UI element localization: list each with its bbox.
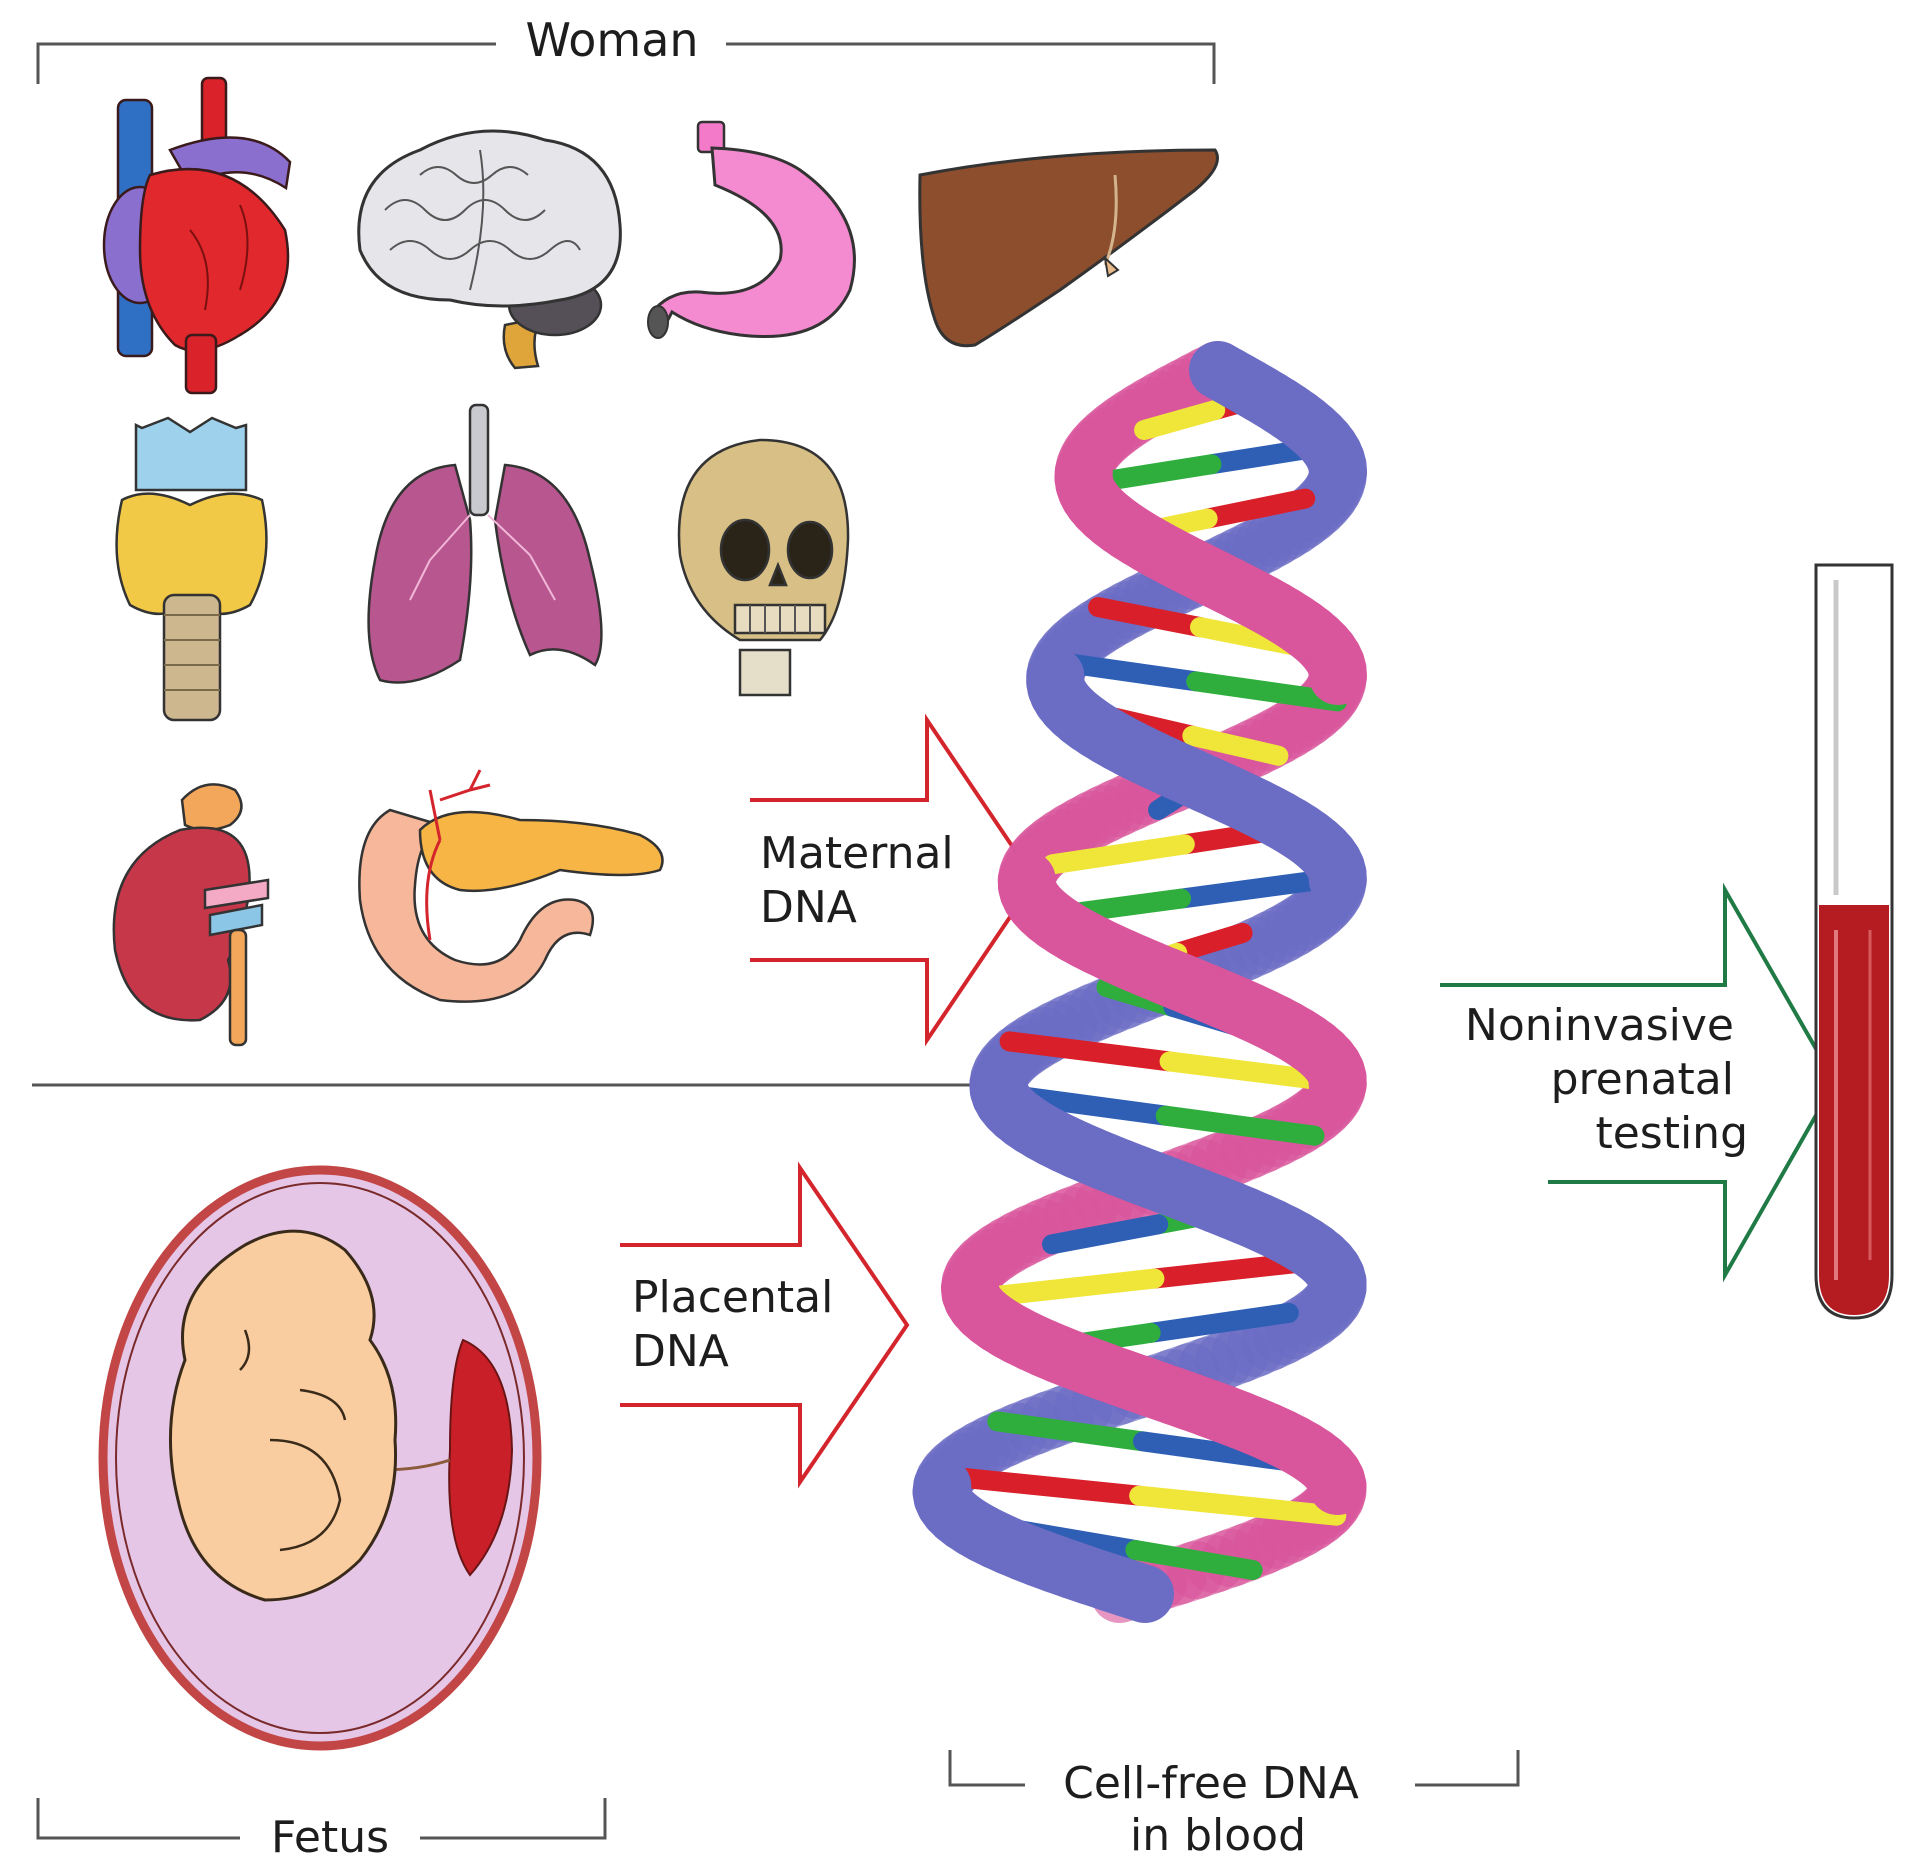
woman-bracket: Woman: [36, 13, 1216, 84]
maternal-dna-label-line1: Maternal: [760, 828, 954, 879]
nipt-label-line2: prenatal: [1551, 1054, 1734, 1105]
dna-base-pair: [1088, 597, 1210, 638]
dna-base-pair: [1042, 1214, 1169, 1255]
fetus-label: Fetus: [271, 1812, 389, 1863]
dna-base-pair: [1182, 725, 1289, 766]
skull-organ: [677, 438, 850, 697]
dna-strand-blue-segment: [1308, 437, 1367, 501]
svg-text:Noninvasive prenatal: Noninvasive prenatal testing: [1465, 1000, 1748, 1159]
dna-base-pair: [999, 1031, 1180, 1072]
placental-dna-label-line1: Placental: [632, 1272, 833, 1323]
dna-base-pair: [1197, 488, 1316, 529]
heart-organ: [102, 76, 292, 395]
svg-text:Placental DNA: Placental DNA: [632, 1272, 847, 1377]
dna-double-helix: [912, 341, 1367, 1623]
placental-dna-label-line2: DNA: [632, 1326, 729, 1377]
brain-organ: [357, 129, 622, 370]
fetus-illustration: [98, 1165, 542, 1751]
thyroid-organ: [115, 416, 268, 722]
dna-strand-pink-segment: [1307, 1451, 1367, 1515]
cell-free-dna-label-line2: in blood: [1130, 1810, 1306, 1861]
lungs-organ: [367, 403, 603, 684]
dna-strand-blue-segment: [1097, 1559, 1174, 1623]
cell-free-dna-bracket: Cell-free DNA in blood: [948, 1750, 1520, 1861]
kidney-organ: [112, 783, 270, 1047]
dna-base-pair: [1155, 1105, 1325, 1146]
dna-base-pair: [1171, 868, 1341, 909]
svg-text:Cell-free DNA in blood: Cell-free DNA in blood: [1063, 1758, 1373, 1861]
dna-base-pair: [1167, 922, 1253, 963]
dna-base-pair: [1140, 1302, 1299, 1343]
pancreas-organ: [358, 769, 664, 1003]
placental-dna-arrow: Placental DNA: [620, 1161, 910, 1489]
nipt-arrow: Noninvasive prenatal testing: [1440, 882, 1838, 1283]
blood-test-tube: [1814, 563, 1894, 1320]
nipt-label-line3: testing: [1595, 1108, 1748, 1159]
dna-base-pair: [1129, 1485, 1347, 1526]
nipt-label-line1: Noninvasive: [1465, 1000, 1734, 1051]
cell-free-dna-label-line1: Cell-free DNA: [1063, 1758, 1359, 1809]
maternal-dna-label-line2: DNA: [760, 882, 857, 933]
dna-base-pair: [987, 1411, 1153, 1452]
dna-base-pair: [1186, 671, 1348, 712]
dna-base-pair: [1125, 1540, 1263, 1580]
dna-base-pair: [1134, 400, 1226, 440]
dna-base-pair: [932, 1465, 1150, 1506]
dna-base-pair: [1042, 834, 1195, 875]
maternal-dna-arrow: Maternal DNA: [750, 713, 1038, 1047]
liver-organ: [918, 148, 1219, 348]
dna-base-pair: [1159, 1051, 1340, 1092]
fetus-bracket: Fetus: [36, 1798, 607, 1863]
stomach-organ: [647, 120, 856, 339]
svg-text:Maternal DNA: Maternal DNA: [760, 828, 968, 933]
woman-label: Woman: [525, 13, 698, 67]
